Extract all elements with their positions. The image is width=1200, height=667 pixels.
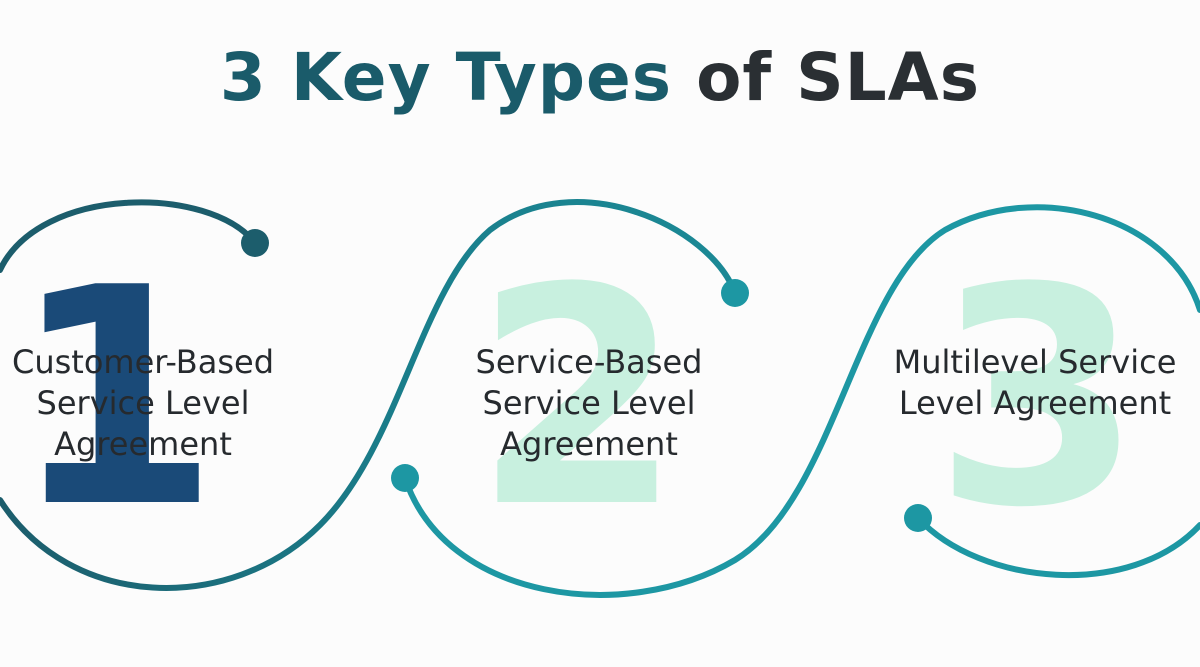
page-title: 3 Key Types of SLAs	[0, 38, 1200, 117]
step-1-label: Customer-Based Service Level Agreement	[0, 342, 308, 465]
step-1-line-2: Service Level	[36, 384, 250, 422]
step-2-number: 2	[474, 224, 683, 573]
step-3-line-1: Multilevel Service	[893, 343, 1177, 381]
title-rest: of SLAs	[696, 39, 981, 116]
connector-segment-2	[0, 199, 738, 591]
connector-dot-4	[904, 504, 932, 532]
connector-dot-2	[721, 279, 749, 307]
title-accent: 3 Key Types	[219, 39, 673, 116]
step-2-line-2: Service Level	[482, 384, 696, 422]
connector-dot-1	[241, 229, 269, 257]
connector-segment-1	[0, 199, 258, 273]
step-2-label: Service-Based Service Level Agreement	[424, 342, 754, 465]
connector-segment-3	[402, 204, 1200, 598]
step-3-number: 3	[934, 224, 1143, 573]
step-3-label: Multilevel Service Level Agreement	[870, 342, 1200, 424]
connector-dot-3	[391, 464, 419, 492]
step-3-line-2: Level Agreement	[898, 384, 1172, 422]
step-1-number: 1	[11, 224, 220, 573]
step-1-line-3: Agreement	[54, 425, 232, 463]
connector-segment-4	[915, 515, 1200, 579]
step-1-line-1: Customer-Based	[11, 343, 275, 381]
step-2-line-1: Service-Based	[475, 343, 703, 381]
step-2-line-3: Agreement	[500, 425, 678, 463]
